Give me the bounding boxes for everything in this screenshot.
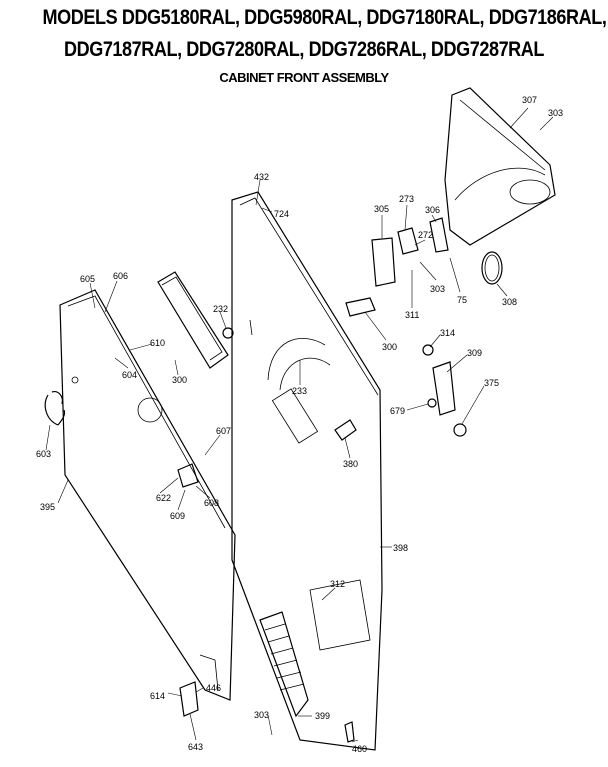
panel-305-part: [371, 237, 396, 287]
part-label: 605: [80, 274, 95, 284]
latch-622-part: [177, 463, 199, 488]
part-label: 312: [330, 579, 345, 589]
part-label: 75: [457, 295, 467, 305]
part-label: 603: [36, 449, 51, 459]
part-label: 300: [382, 342, 397, 352]
part-label: 311: [405, 310, 419, 320]
part-label: 303: [254, 710, 269, 720]
part-label: 306: [425, 205, 440, 215]
part-label: 724: [274, 209, 289, 219]
part-label: 395: [40, 502, 55, 512]
screw-460-part: [344, 721, 355, 743]
part-label: 622: [156, 493, 171, 503]
part-label: 679: [390, 406, 405, 416]
models-title-line-1: MODELS DDG5180RAL, DDG5980RAL, DDG7180RA…: [42, 6, 607, 29]
part-label: 300: [172, 375, 187, 385]
part-label: 380: [343, 459, 358, 469]
part-label: 303: [430, 284, 445, 294]
door-handle-part: [157, 271, 229, 369]
door-panel: [59, 289, 236, 701]
bracket-306-part: [429, 217, 449, 253]
part-label: 314: [440, 328, 455, 338]
part-label: 398: [393, 543, 408, 553]
part-label: 446: [206, 683, 221, 693]
part-label: 432: [254, 172, 269, 182]
part-label: 399: [315, 711, 330, 721]
assembly-subtitle: CABINET FRONT ASSEMBLY: [219, 70, 389, 85]
part-label: 305: [374, 204, 389, 214]
part-label: 309: [467, 348, 482, 358]
part-label: 273: [399, 194, 414, 204]
part-232: [222, 327, 234, 339]
hinge-part: [179, 681, 199, 717]
part-380: [334, 419, 357, 441]
part-314: [422, 344, 434, 356]
cabinet-front-panel: [231, 191, 383, 751]
part-679: [427, 398, 437, 408]
bracket-273-part: [397, 227, 419, 255]
part-label: 232: [213, 304, 228, 314]
part-label: 307: [522, 95, 537, 105]
door-gasket-part: [44, 391, 66, 426]
switch-300-part: [345, 297, 376, 317]
part-label: 614: [150, 691, 165, 701]
part-number-labels: 307 303 432 724 305 273 272 306 303 75 3…: [36, 95, 563, 754]
grille-kickplate-part: [259, 611, 309, 718]
part-label: 610: [150, 338, 165, 348]
part-label: 606: [113, 271, 128, 281]
part-label: 272: [418, 230, 433, 240]
knob-375-part: [453, 423, 467, 437]
part-label: 303: [548, 108, 563, 118]
part-label: 308: [502, 297, 517, 307]
part-label: 604: [122, 370, 137, 380]
models-title-line-2: DDG7187RAL, DDG7280RAL, DDG7286RAL, DDG7…: [63, 38, 545, 61]
part-label: 609: [170, 511, 185, 521]
seal-ring-part: [481, 251, 503, 285]
part-label: 460: [352, 744, 367, 754]
bracket-309-part: [432, 361, 456, 416]
part-label: 643: [188, 742, 203, 752]
part-label: 375: [484, 378, 499, 388]
part-label: 608: [204, 498, 219, 508]
part-label: 607: [216, 426, 231, 436]
part-label: 233: [292, 386, 307, 396]
drum-duct-part: [444, 87, 556, 246]
leader-lines: [45, 107, 554, 743]
